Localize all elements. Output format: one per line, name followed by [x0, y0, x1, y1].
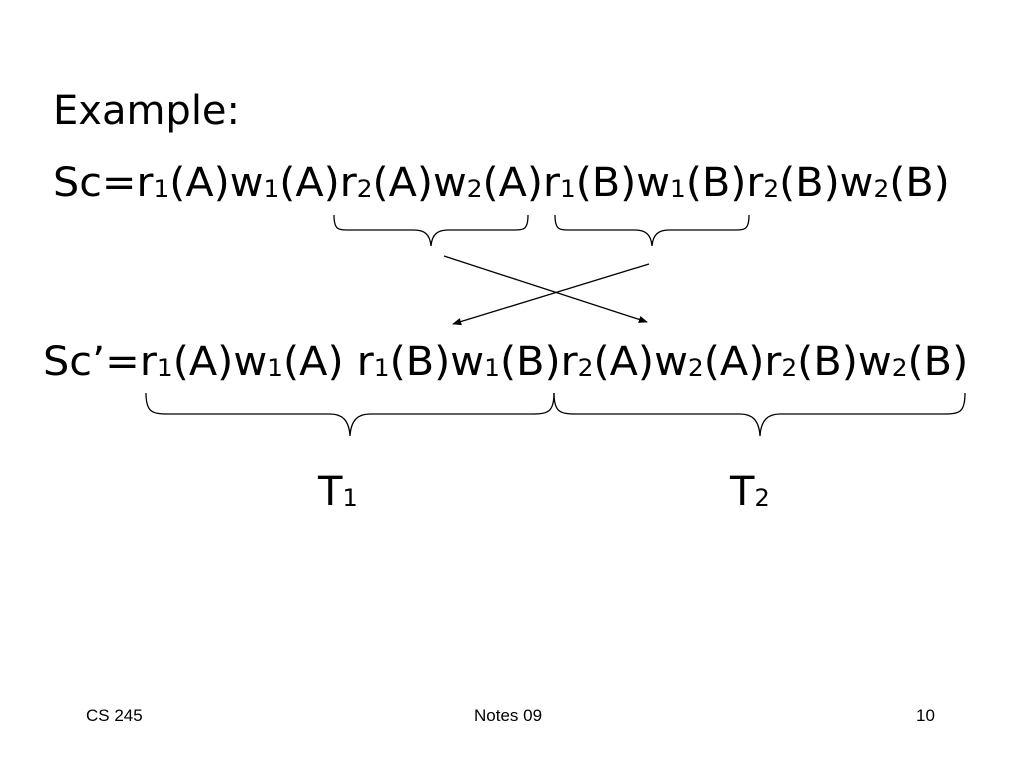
op-w1-a: w1(A) — [229, 160, 340, 206]
footer-page-number: 10 — [916, 706, 935, 725]
serial-op-r2-a: r2(A) — [560, 339, 655, 385]
op-r1-b: r1(B) — [542, 160, 637, 206]
transaction-label-t1: T1 — [318, 469, 358, 515]
op-w2-b: w2(B) — [839, 160, 950, 206]
serial-op-w2-a: w2(A) — [654, 339, 765, 385]
op-r2-b: r2(B) — [746, 160, 840, 206]
brace-r2a-w2a — [333, 214, 529, 247]
serial-op-w1-b: w1(B) — [450, 339, 561, 385]
slide-heading: Example: — [53, 88, 241, 134]
footer-course: CS 245 — [86, 706, 143, 725]
op-w2-a: w2(A) — [432, 160, 543, 206]
serial-op-r1-a: r1(A) — [139, 339, 234, 385]
serial-op-w2-b: w2(B) — [857, 339, 969, 385]
schedule-sc-prime: Sc’=r1(A)w1(A) r1(B)w1(B)r2(A)w2(A)r2(B)… — [43, 342, 968, 382]
serial-schedule-label: Sc’= — [43, 339, 140, 385]
schedule-label: Sc= — [53, 160, 137, 206]
op-w1-b: w1(B) — [636, 160, 747, 206]
brace-t1 — [145, 392, 555, 437]
footer-title: Notes 09 — [474, 706, 543, 725]
brace-t2 — [553, 392, 966, 437]
op-r2-a: r2(A) — [339, 160, 433, 206]
swap-arrow-back — [452, 263, 650, 326]
transaction-label-t2: T2 — [730, 469, 770, 515]
brace-r1b-w1b — [554, 214, 750, 247]
serial-op-r2-b: r2(B) — [764, 339, 858, 385]
swap-arrow-forward — [443, 255, 648, 323]
serial-op-r1-b: r1(B) — [356, 339, 451, 385]
schedule-sc: Sc=r1(A)w1(A)r2(A)w2(A)r1(B)w1(B)r2(B)w2… — [53, 163, 950, 203]
op-r1-a: r1(A) — [136, 160, 230, 206]
serial-op-w1-a: w1(A) — [233, 339, 357, 385]
